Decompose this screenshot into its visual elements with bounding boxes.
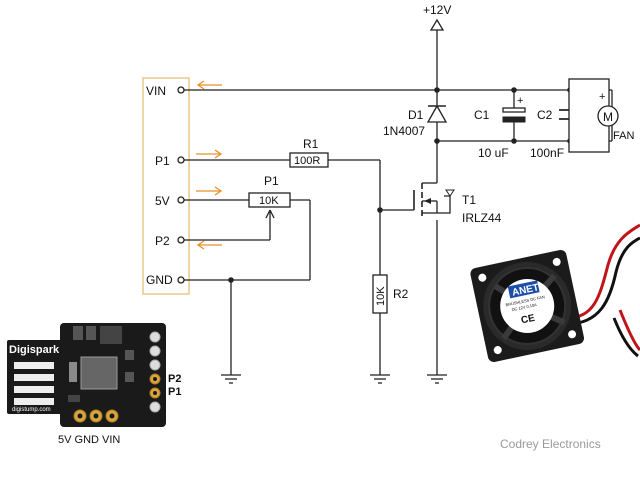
digispark-board: Digispark digistump.com xyxy=(7,323,181,446)
d1-value: 1N4007 xyxy=(383,124,425,138)
supply-label: +12V xyxy=(423,3,451,17)
arrow-p1-out xyxy=(196,149,223,159)
board-name: Digispark xyxy=(9,344,60,356)
arrow-vin-in xyxy=(196,80,222,90)
board-bottom-pins xyxy=(73,409,119,423)
board-bottom-label: 5V GND VIN xyxy=(58,434,120,446)
fan-photo: ANET BRUSHLESS DC FAN DC 12V 0.10A CE xyxy=(470,223,640,363)
arrow-p2-in xyxy=(196,240,222,250)
t1-value: IRLZ44 xyxy=(462,211,502,225)
fan-motor: M + FAN xyxy=(568,78,634,153)
mcu-connector-panel xyxy=(142,77,190,295)
pin-terminals xyxy=(177,86,185,284)
resistor-r2: 10K R2 xyxy=(372,274,409,314)
capacitor-c1: + C1 10 uF xyxy=(474,95,526,160)
capacitor-c2: C2 100nF xyxy=(530,108,581,160)
p1-value: 10K xyxy=(259,195,279,207)
board-pin-p2: P2 xyxy=(168,373,181,385)
c2-value: 100nF xyxy=(530,146,564,160)
diode-d1: D1 1N4007 xyxy=(383,104,448,138)
pin-label-vin: VIN xyxy=(146,84,166,98)
c1-ref: C1 xyxy=(474,108,490,122)
fan-ce-mark: CE xyxy=(520,313,536,327)
fan-label: FAN xyxy=(613,130,634,142)
d1-ref: D1 xyxy=(408,108,424,122)
pin-label-p1: P1 xyxy=(155,154,170,168)
signal-arrows xyxy=(196,80,223,250)
r2-value: 10K xyxy=(375,286,387,306)
c2-ref: C2 xyxy=(537,108,553,122)
r1-ref: R1 xyxy=(303,137,319,151)
fan-rating: DC 12V 0.10A xyxy=(511,302,537,312)
ground-symbols xyxy=(221,374,447,384)
arrow-5v-out xyxy=(196,186,223,196)
pin-label-gnd: GND xyxy=(146,273,173,287)
board-side-pins xyxy=(149,331,161,413)
c1-value: 10 uF xyxy=(478,146,509,160)
resistor-r1: 100R R1 xyxy=(289,137,329,168)
pin-label-p2: P2 xyxy=(155,234,170,248)
wires xyxy=(182,30,613,375)
r1-value: 100R xyxy=(294,155,320,167)
c1-plus: + xyxy=(517,95,523,107)
t1-ref: T1 xyxy=(462,193,476,207)
watermark: Codrey Electronics xyxy=(500,437,601,451)
potentiometer-p1: 10K P1 xyxy=(248,174,291,219)
p1-ref: P1 xyxy=(264,174,279,188)
motor-symbol: M xyxy=(603,110,613,124)
motor-plus: + xyxy=(599,91,605,103)
mosfet-t1: T1 IRLZ44 xyxy=(413,182,502,225)
board-site: digistump.com xyxy=(12,407,51,413)
pin-label-5v: 5V xyxy=(155,194,170,208)
supply-12v: +12V xyxy=(423,3,451,31)
r2-ref: R2 xyxy=(393,287,409,301)
board-pin-p1: P1 xyxy=(168,386,181,398)
